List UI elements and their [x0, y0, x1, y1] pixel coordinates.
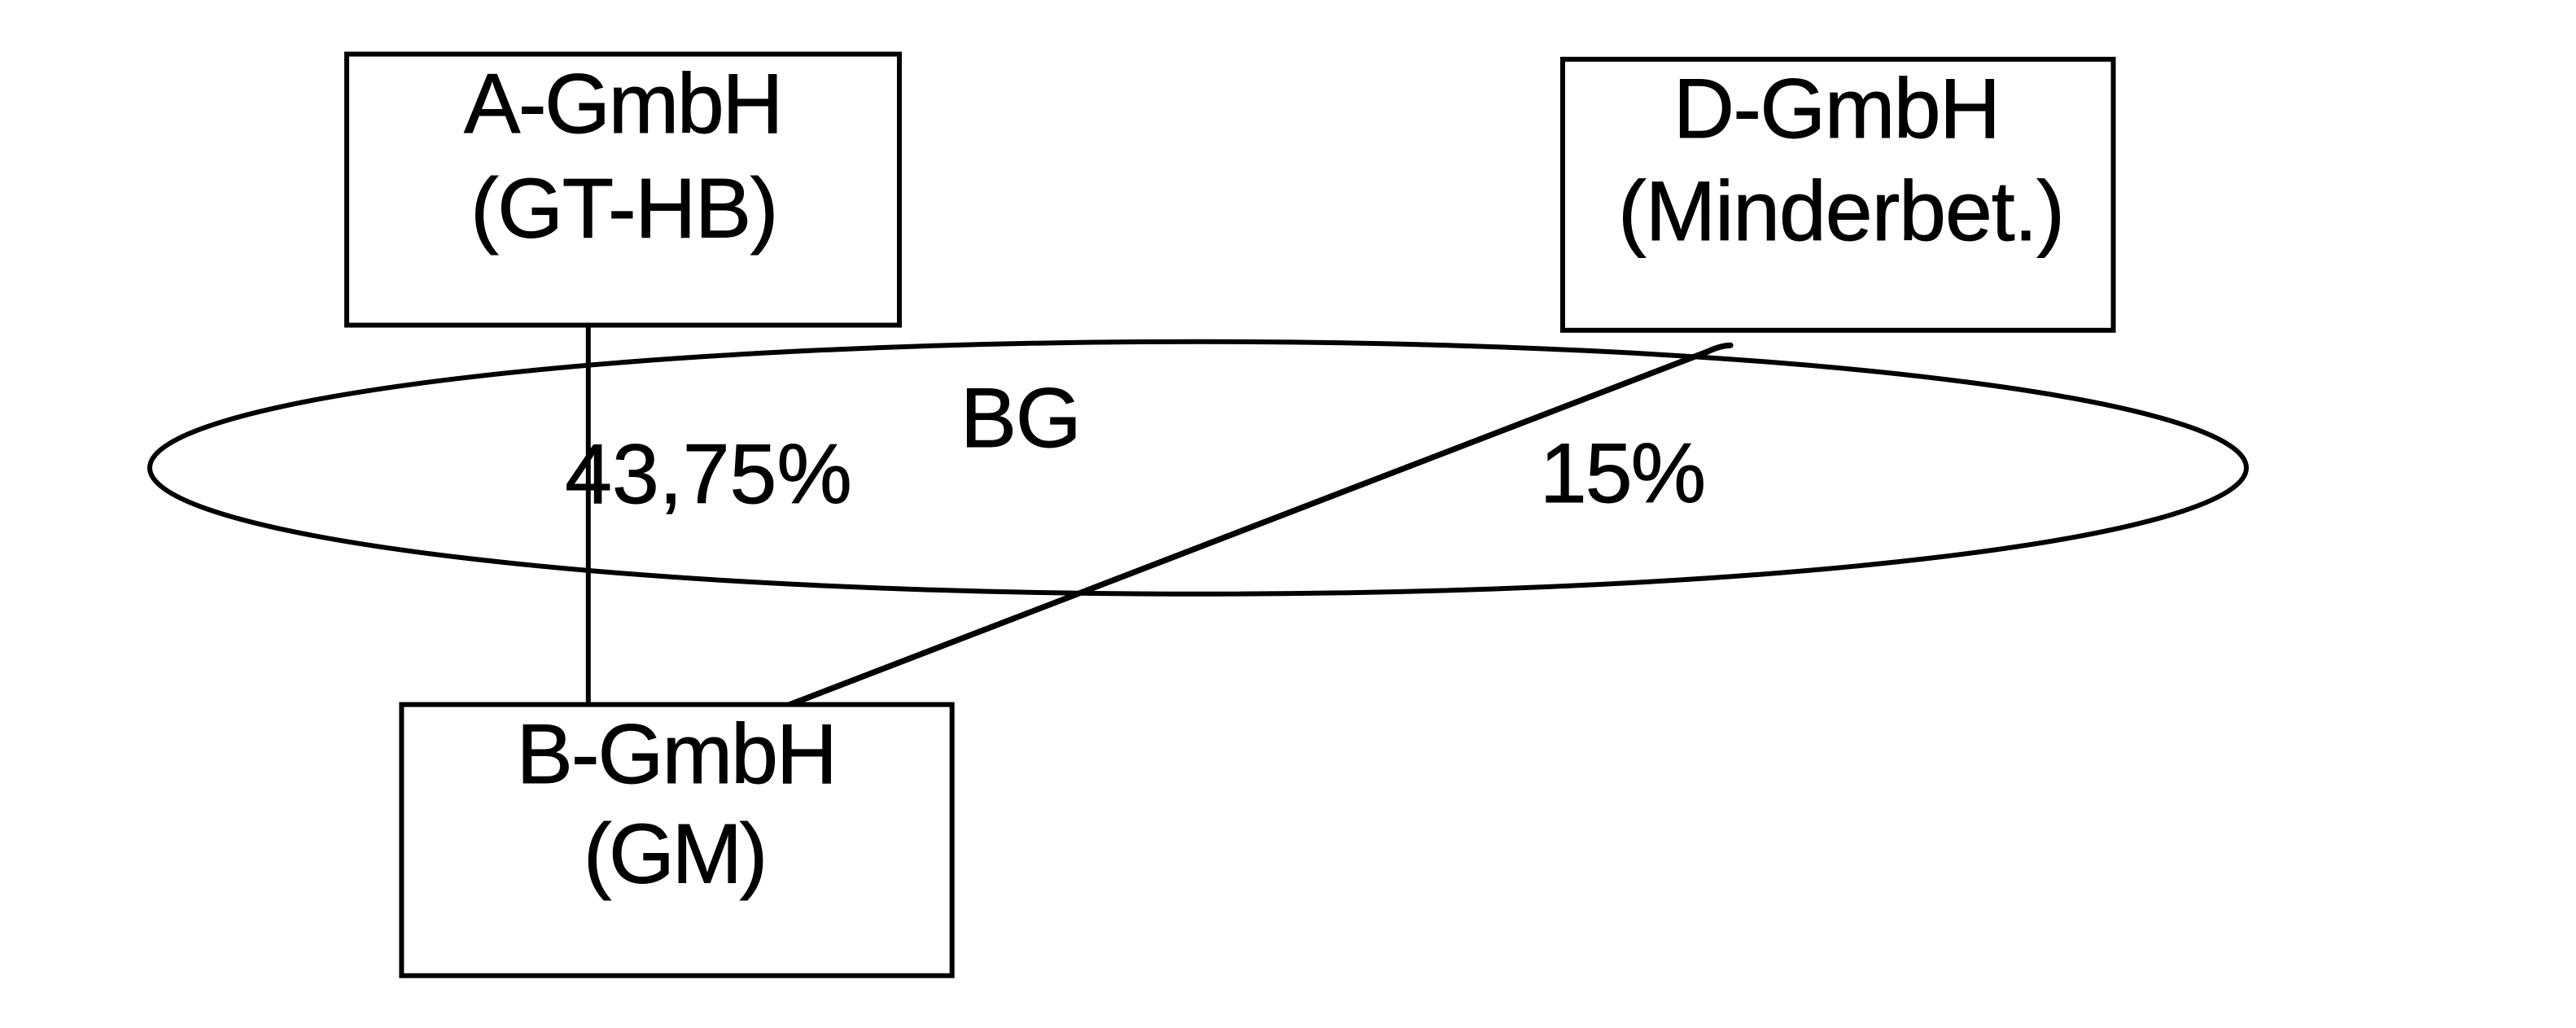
svg-text:(GM): (GM) [584, 807, 765, 902]
svg-text:BG: BG [960, 371, 1081, 466]
svg-text:(Minderbet.): (Minderbet.) [1618, 164, 2064, 259]
svg-text:15%: 15% [1540, 427, 1704, 521]
svg-text:B-GmbH: B-GmbH [517, 707, 836, 802]
svg-text:43,75%: 43,75% [565, 427, 852, 522]
svg-text:(GT-HB): (GT-HB) [470, 162, 777, 256]
svg-text:D-GmbH: D-GmbH [1673, 62, 2000, 156]
svg-text:A-GmbH: A-GmbH [464, 57, 781, 151]
